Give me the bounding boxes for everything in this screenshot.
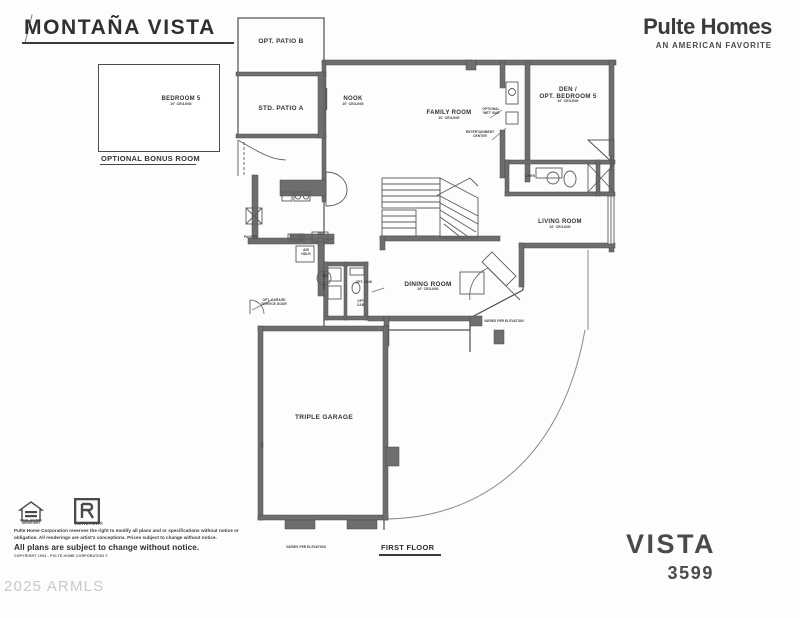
- optional-bonus-room-inset: [98, 64, 220, 152]
- room-label-std-patio-a: STD. PATIO A: [258, 105, 304, 112]
- annotation-varies-per-elevation-right: VARIES PER ELEVATION: [484, 319, 524, 323]
- annotation-water-heater: WH: [322, 274, 328, 278]
- bonus-room-caption-underline: [100, 164, 196, 166]
- eho-caption: EQUAL HOUSING OPPORTUNITY: [20, 519, 42, 525]
- realtor-logo-icon: [74, 498, 100, 524]
- annotation-air-handler: AIR HDLR: [301, 248, 311, 256]
- annotation-refrigerator: REF: [317, 232, 325, 236]
- room-label-triple-garage: TRIPLE GARAGE: [294, 414, 354, 421]
- page-title: MONTAÑA VISTA: [24, 16, 216, 39]
- brand-name: Pulte Homes: [643, 14, 772, 39]
- annotation-pantry: PANTRY: [244, 235, 258, 239]
- legal-headline: All plans are subject to change without …: [14, 543, 200, 553]
- plan-number: 3599: [667, 563, 714, 583]
- annotation-opt-sink: OPT. SINK: [355, 280, 373, 284]
- title-underline: [22, 42, 234, 44]
- brand-tagline: AN AMERICAN FAVORITE: [655, 41, 772, 50]
- room-label-nook: NOOK 10' CEILING: [342, 96, 364, 106]
- room-label-living-room: LIVING ROOM 10' CEILING: [538, 219, 582, 229]
- pulte-homes-logo: Pulte Homes AN AMERICAN FAVORITE: [643, 14, 772, 50]
- annotation-varies-per-elevation-bottom: VARIES PER ELEVATION: [286, 545, 326, 549]
- annotation-optional-wet-bar: OPTIONAL 'WET' BAR: [482, 107, 500, 115]
- plan-name: VISTA: [625, 529, 716, 559]
- first-floor-underline: [379, 554, 441, 556]
- annotation-linen: LINEN: [524, 174, 536, 178]
- room-label-den-opt-bedroom-5: DEN / OPT. BEDROOM 5 10' CEILING: [539, 86, 597, 104]
- realtor-caption: REALTOR®: [74, 521, 104, 526]
- equal-housing-opportunity-icon: [18, 501, 44, 522]
- legal-copyright: COPYRIGHT 1993 - PULTE HOME CORPORATION …: [14, 554, 109, 559]
- annotation-opt-cabinet: OPT. CAB.: [356, 299, 366, 307]
- annotation-entertainment-center: ENTERTAINMENT CENTER: [465, 130, 495, 138]
- legal-paragraph: Pulte Home Corporation reserves the righ…: [14, 528, 239, 540]
- room-label-opt-patio-b: OPT. PATIO B: [258, 38, 304, 45]
- room-label-dining-room: DINING ROOM 10' CEILING: [404, 281, 452, 292]
- annotation-washer-dryer: WASH / DRY: [322, 272, 326, 290]
- room-label-family-room: FAMILY ROOM 10' CEILING: [426, 110, 472, 120]
- legal-disclaimer-block: Pulte Home Corporation reserves the righ…: [14, 528, 244, 558]
- bonus-room-caption: OPTIONAL BONUS ROOM: [101, 154, 200, 163]
- first-floor-label: FIRST FLOOR: [381, 543, 435, 552]
- armls-watermark: 2025 ARMLS: [4, 578, 105, 595]
- annotation-opt-garage-service-door: OPT. GARAGE SERVICE DOOR: [261, 298, 287, 306]
- room-label-bedroom-5: BEDROOM 5 10' CEILING: [161, 96, 201, 106]
